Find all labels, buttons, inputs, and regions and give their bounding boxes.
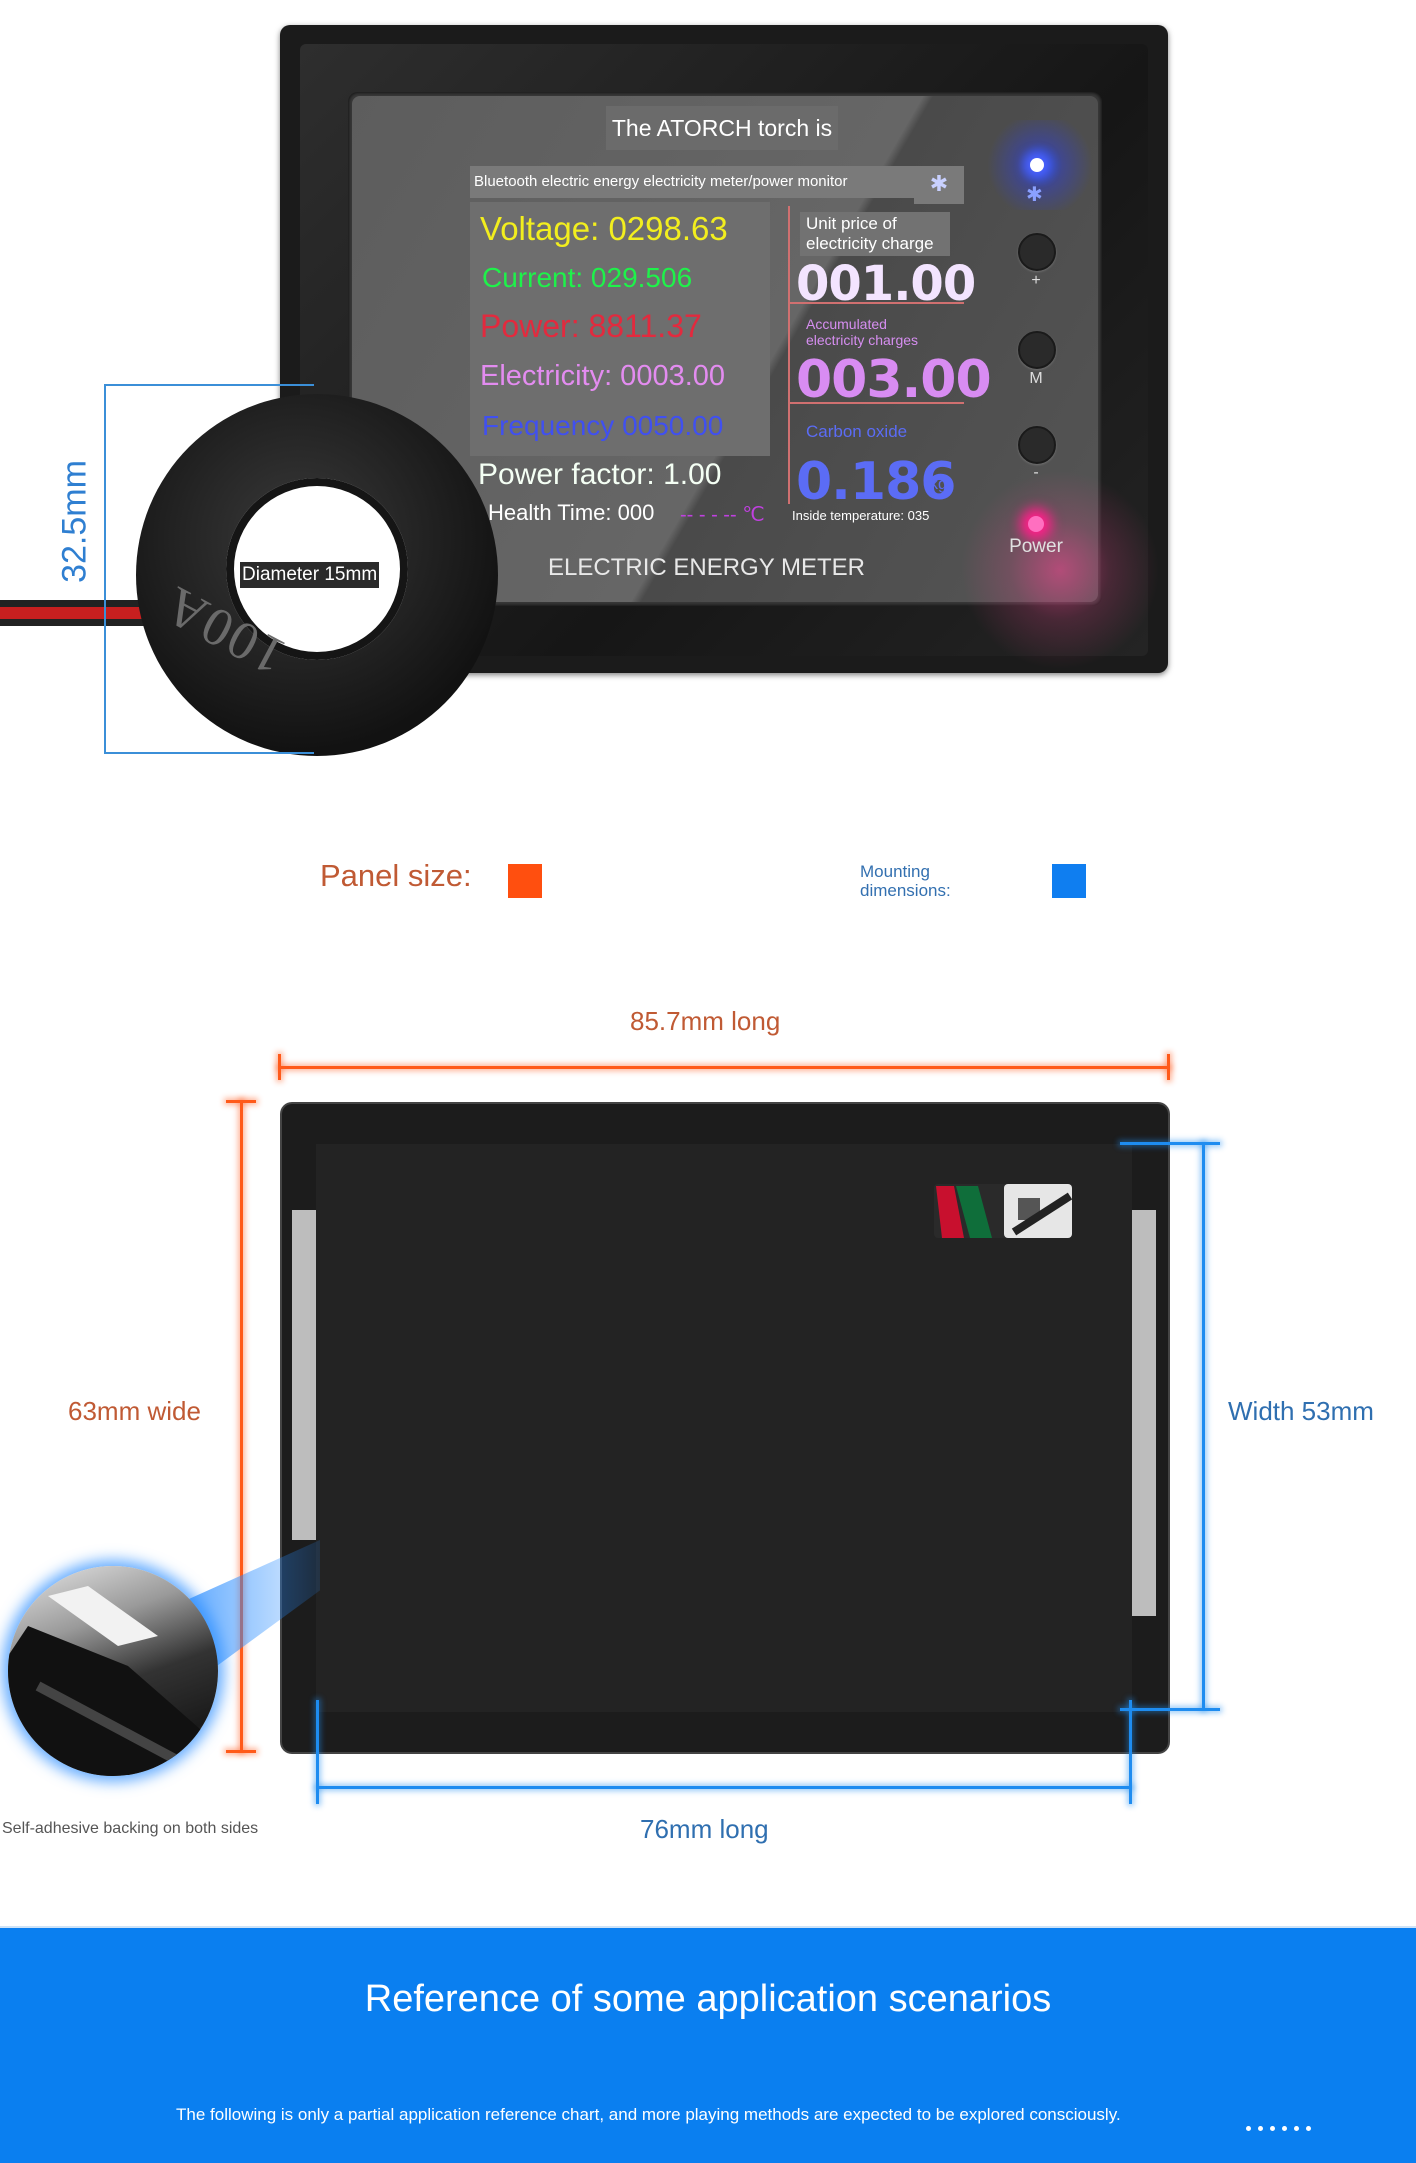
- health-time-reading: Health Time: 000: [488, 500, 655, 525]
- legend-mounting: Mounting dimensions:: [860, 862, 951, 900]
- banner-dots-icon: [1246, 2116, 1318, 2135]
- legend-panel-swatch: [508, 864, 542, 898]
- meter-back-body: [316, 1144, 1132, 1712]
- back-connector: [934, 1184, 1072, 1238]
- mode-button[interactable]: [1018, 331, 1056, 369]
- inside-temperature: Inside temperature: 035: [792, 508, 930, 523]
- power-reading: Power: 8811.37: [480, 308, 702, 344]
- mode-button-label: M: [1029, 370, 1043, 387]
- panel-length-tick-left: [278, 1054, 281, 1080]
- legend-panel-size: Panel size:: [320, 858, 472, 893]
- adhesive-detail-magnifier: [8, 1566, 218, 1776]
- power-factor-reading: Power factor: 1.00: [478, 458, 722, 491]
- current-reading: Current: 029.506: [482, 262, 693, 293]
- power-led-glow: [960, 470, 1160, 670]
- ct-diameter-label: Diameter 15mm: [240, 562, 380, 588]
- mount-width-line: [1202, 1142, 1205, 1710]
- minus-button-label: -: [1033, 464, 1039, 481]
- mount-length-label: 76mm long: [640, 1814, 769, 1844]
- mount-width-label: Width 53mm: [1228, 1396, 1374, 1426]
- lcd-divider-2: [788, 402, 964, 404]
- panel-length-label: 85.7mm long: [630, 1006, 781, 1036]
- meter-subtitle: Bluetooth electric energy electricity me…: [470, 166, 916, 198]
- legend-mounting-swatch: [1052, 864, 1086, 898]
- adhesive-caption: Self-adhesive backing on both sides: [2, 1820, 259, 1837]
- lcd-divider-1: [788, 302, 964, 304]
- ct-height-bottom-tick: [104, 752, 314, 754]
- mount-length-line: [316, 1786, 1132, 1789]
- power-led: [1028, 516, 1044, 532]
- banner-top-border: [0, 1926, 1416, 1929]
- unit-price-value: 001.00: [796, 256, 976, 312]
- accumulated-charges-label: Accumulated electricity charges: [806, 316, 919, 348]
- lcd-divider-vertical: [788, 206, 790, 504]
- mount-width-tick-top: [1120, 1142, 1220, 1145]
- carbon-value: 0.186: [796, 452, 956, 512]
- ct-height-line: [104, 384, 106, 754]
- panel-width-tick-top: [226, 1100, 256, 1103]
- mount-width-tick-bottom: [1120, 1708, 1220, 1711]
- readings-panel: [470, 202, 770, 456]
- meter-title: The ATORCH torch is: [606, 106, 838, 150]
- voltage-reading: Voltage: 0298.63: [480, 210, 728, 247]
- ct-height-label: 32.5mm: [55, 460, 94, 583]
- bluetooth-status-icon: ✱: [1026, 182, 1043, 206]
- accumulated-charges-value: 003.00: [796, 350, 992, 410]
- banner-title: Reference of some application scenarios: [364, 1978, 1052, 2020]
- negative-temperature-reading: -- - - -- ℃: [680, 504, 765, 526]
- banner-subtitle: The following is only a partial applicat…: [176, 2105, 1121, 2124]
- adhesive-strip-right: [1132, 1210, 1156, 1616]
- panel-width-tick-bottom: [226, 1750, 256, 1753]
- plus-button-label: +: [1031, 272, 1041, 289]
- power-button-label: Power: [1009, 536, 1063, 557]
- product-label: ELECTRIC ENERGY METER: [548, 554, 865, 581]
- bluetooth-led: [1030, 158, 1044, 172]
- panel-width-label: 63mm wide: [68, 1396, 201, 1426]
- mount-length-tick-right: [1129, 1700, 1132, 1804]
- electricity-reading: Electricity: 0003.00: [480, 360, 726, 392]
- application-banner: [0, 1928, 1416, 2163]
- panel-width-line: [240, 1100, 243, 1752]
- mount-length-tick-left: [316, 1700, 319, 1804]
- bluetooth-icon: ✱: [914, 166, 964, 204]
- adhesive-strip-left: [292, 1210, 316, 1540]
- plus-button[interactable]: [1018, 233, 1056, 271]
- frequency-reading: Frequency 0050.00: [482, 410, 724, 441]
- carbon-label: Carbon oxide: [806, 422, 908, 441]
- minus-button[interactable]: [1018, 426, 1056, 464]
- panel-length-tick-right: [1167, 1054, 1170, 1080]
- ct-height-top-tick: [104, 384, 314, 386]
- panel-length-line: [278, 1066, 1170, 1069]
- unit-price-label: Unit price of electricity charge: [800, 212, 950, 256]
- carbon-unit: kg: [930, 476, 947, 493]
